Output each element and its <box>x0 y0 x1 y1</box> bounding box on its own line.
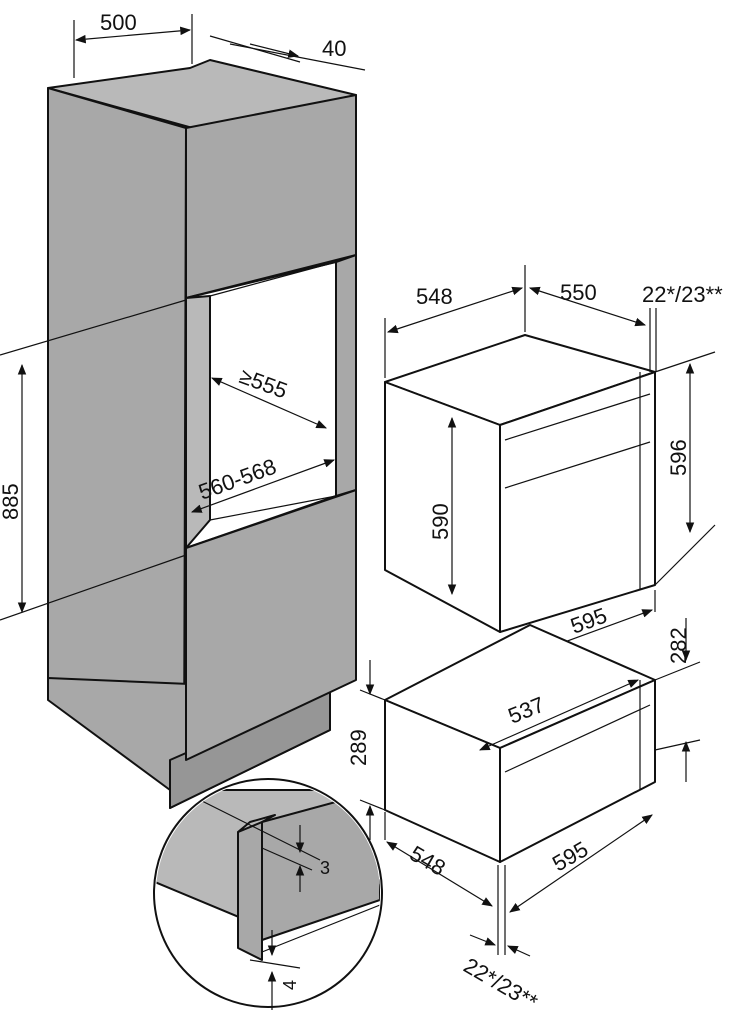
cabinet-dimensions: 500 40 885 ≥555 560-568 <box>0 10 366 621</box>
warming-drawer <box>384 624 656 863</box>
oven-dimensions: 548 550 22*/23** 596 590 595 <box>384 265 723 663</box>
label-oven-front-thickness: 22*/23** <box>642 282 723 307</box>
label-cabinet-depth: 500 <box>100 10 137 35</box>
label-drawer-front-height: 282 <box>666 627 691 664</box>
label-drawer-width: 595 <box>548 836 592 876</box>
label-niche-height: 885 <box>0 483 23 520</box>
label-drawer-front-thickness: 22*/23** <box>460 953 543 1015</box>
label-oven-body-height: 590 <box>428 503 453 540</box>
label-detail-gap-bottom: 4 <box>280 980 300 990</box>
label-oven-front-height: 596 <box>666 439 691 476</box>
label-drawer-depth: 548 <box>406 841 450 881</box>
label-top-recess: 40 <box>322 36 346 61</box>
oven <box>384 334 656 633</box>
label-oven-depth: 548 <box>416 284 453 309</box>
label-detail-gap-top: 3 <box>320 858 330 878</box>
label-oven-body-depth: 550 <box>560 280 597 305</box>
label-drawer-body-height: 289 <box>346 729 371 766</box>
tall-cabinet <box>47 59 357 809</box>
detail-circle: 3 4 <box>153 778 383 1010</box>
